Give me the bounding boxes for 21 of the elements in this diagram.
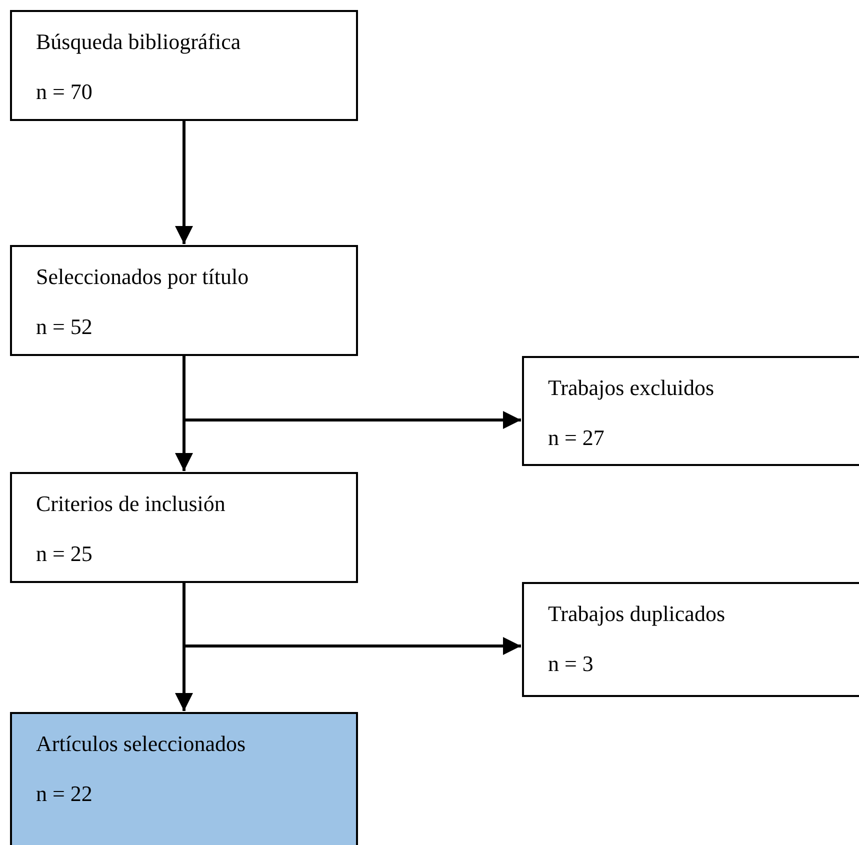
process-box [10,10,358,121]
arrow [182,583,521,655]
count-label: n = 25 [36,541,92,567]
process-box [10,712,358,845]
count-label: n = 22 [36,781,92,807]
count-label: n = 70 [36,79,92,105]
process-box [10,245,358,356]
box-title: Criterios de inclusión [36,491,226,517]
box-title: Trabajos excluidos [548,375,714,401]
count-label: n = 52 [36,314,92,340]
box-title: Artículos seleccionados [36,731,246,757]
box-title: Seleccionados por título [36,264,249,290]
count-label: n = 27 [548,425,604,451]
arrow [182,356,521,429]
arrow [175,121,193,244]
process-box [10,472,358,583]
process-box [522,356,859,466]
count-label: n = 3 [548,651,594,677]
box-title: Trabajos duplicados [548,601,726,627]
box-title: Búsqueda bibliográfica [36,29,241,55]
process-box [522,582,859,697]
